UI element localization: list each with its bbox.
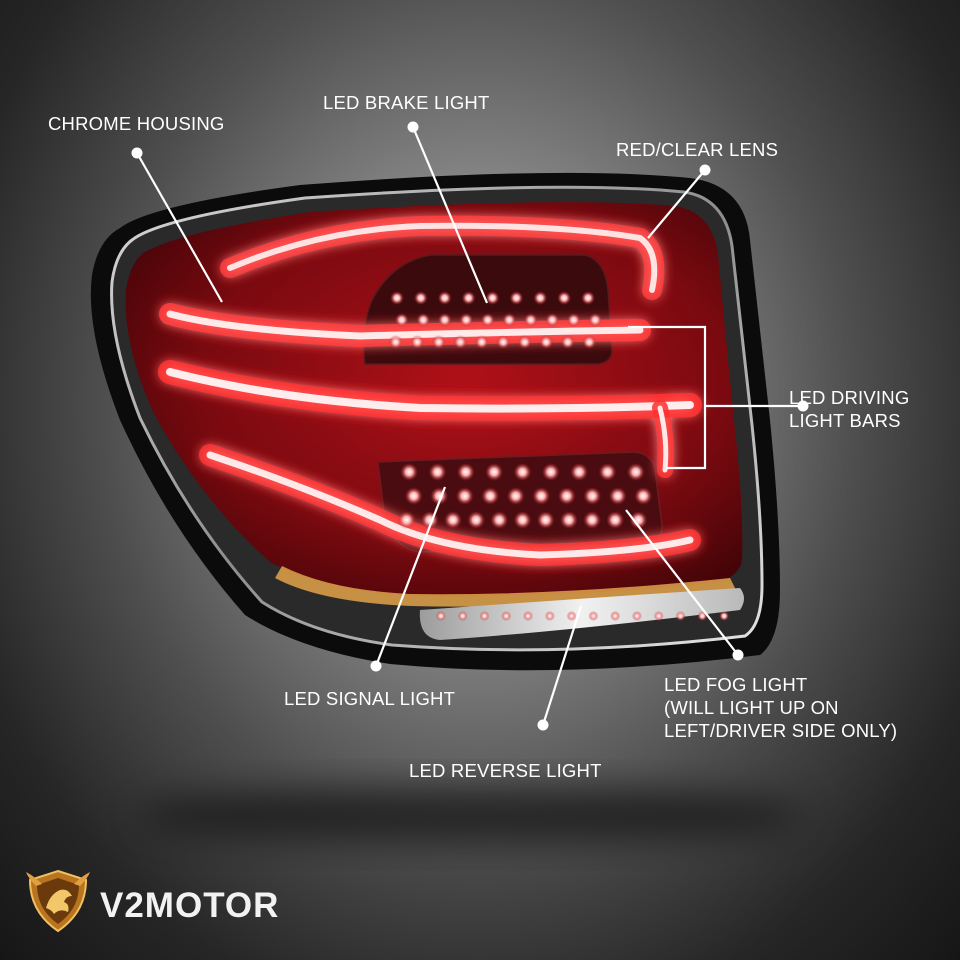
brake-led	[485, 291, 500, 305]
brake-led	[394, 313, 409, 327]
signal-led	[443, 511, 462, 529]
driving-bars-label: LED DRIVING LIGHT BARS	[789, 386, 909, 432]
signal-led	[532, 487, 551, 505]
signal-led	[481, 487, 500, 505]
signal-led	[490, 511, 509, 529]
brake-led	[533, 291, 548, 305]
brake-led-array	[388, 291, 603, 349]
signal-led	[467, 511, 486, 529]
fog-light-label-line2: (WILL LIGHT UP ON	[664, 697, 839, 718]
signal-led	[536, 511, 555, 529]
brake-led	[523, 313, 538, 327]
callout-dots	[131, 121, 809, 731]
signal-led	[608, 487, 627, 505]
brake-led	[474, 335, 489, 349]
reverse-led	[501, 611, 512, 621]
winged-lion-shield-icon	[26, 869, 90, 933]
signal-led	[557, 487, 576, 505]
signal-led	[400, 463, 419, 481]
brake-led	[509, 291, 524, 305]
brake-led	[582, 335, 597, 349]
reverse-led	[523, 611, 534, 621]
signal-fog-led-array	[397, 463, 653, 529]
reverse-led	[719, 611, 730, 621]
brake-led	[496, 335, 511, 349]
brake-led	[413, 291, 428, 305]
signal-led	[606, 511, 625, 529]
brake-led	[502, 313, 517, 327]
brake-led	[539, 335, 554, 349]
signal-led	[541, 463, 560, 481]
signal-led	[626, 463, 645, 481]
brake-led	[437, 313, 452, 327]
floor-shadow	[140, 787, 800, 843]
brake-led-panel	[362, 254, 613, 365]
brake-led	[517, 335, 532, 349]
signal-led	[583, 511, 602, 529]
reverse-led	[544, 611, 555, 621]
brake-led	[389, 291, 404, 305]
reverse-led	[435, 611, 446, 621]
signal-led	[404, 487, 423, 505]
brake-led	[388, 335, 403, 349]
driving-light-bars	[158, 215, 702, 567]
reverse-light-label: LED REVERSE LIGHT	[409, 760, 602, 781]
reverse-clear-lens	[419, 588, 744, 640]
reverse-led	[631, 611, 642, 621]
fog-light-label-line3: LEFT/DRIVER SIDE ONLY)	[664, 720, 898, 741]
brake-led	[581, 291, 596, 305]
signal-led	[485, 463, 504, 481]
brake-led	[437, 291, 452, 305]
signal-led	[598, 463, 617, 481]
signal-led	[428, 463, 447, 481]
brake-led	[416, 313, 431, 327]
brake-led	[545, 313, 560, 327]
brake-led	[431, 335, 446, 349]
driving-bars-label-line1: LED DRIVING	[789, 387, 910, 408]
fog-light-label: LED FOG LIGHT (WILL LIGHT UP ON LEFT/DRI…	[664, 673, 897, 742]
driving-bars-label-line2: LIGHT BARS	[789, 410, 901, 431]
reverse-led	[457, 611, 468, 621]
signal-led	[570, 463, 589, 481]
fog-light-label-line1: LED FOG LIGHT	[664, 674, 808, 695]
signal-led	[513, 511, 532, 529]
brake-light-label: LED BRAKE LIGHT	[323, 92, 490, 113]
reverse-led	[675, 611, 686, 621]
reverse-led	[566, 611, 577, 621]
signal-led	[397, 511, 416, 529]
signal-led	[559, 511, 578, 529]
brake-led	[588, 313, 603, 327]
signal-led	[629, 511, 648, 529]
chrome-housing-label: CHROME HOUSING	[48, 113, 225, 134]
reverse-led	[610, 611, 621, 621]
signal-led	[513, 463, 532, 481]
brake-led	[557, 291, 572, 305]
brake-led	[560, 335, 575, 349]
reverse-led	[588, 611, 599, 621]
lens-label: RED/CLEAR LENS	[616, 139, 779, 160]
signal-led	[506, 487, 525, 505]
signal-led	[634, 487, 653, 505]
brake-led	[566, 313, 581, 327]
signal-light-label: LED SIGNAL LIGHT	[284, 688, 456, 709]
brake-led	[461, 291, 476, 305]
signal-led	[583, 487, 602, 505]
brake-led	[410, 335, 425, 349]
reverse-led	[479, 611, 490, 621]
brake-led	[480, 313, 495, 327]
callout-lines	[136, 126, 803, 726]
signal-led	[455, 487, 474, 505]
brake-led	[459, 313, 474, 327]
brand-name: V2MOTOR	[100, 886, 280, 925]
signal-led	[456, 463, 475, 481]
reverse-led	[653, 611, 664, 621]
reverse-led-array	[435, 611, 730, 621]
brake-led	[453, 335, 468, 349]
